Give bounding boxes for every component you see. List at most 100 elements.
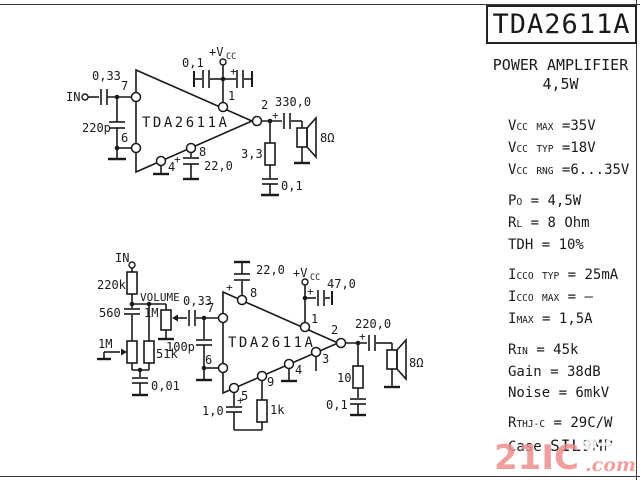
spec-line: RTHJ-C = 29C/W [508,415,613,431]
top-output: + 330,0 [262,95,311,129]
bot-cap-001-value: 0,01 [151,379,180,393]
bot-pin5-label: 5 [241,389,248,403]
bot-left-pot-1m: 1M [97,337,138,370]
bot-vcc-cap-value: 47,0 [327,277,356,291]
spec-line: ICCO MAX = – [508,289,593,305]
bot-vcc-sub: CC [310,273,320,283]
bot-cap-560: 560 [99,301,140,341]
spec-line: IMAX = 1,5A [508,311,593,327]
bot-out-cap-plus: + [359,330,366,343]
spec-line: VCC MAX =35V [508,118,596,134]
spec-line: ICCO TYP = 25mA [508,267,619,283]
bot-pin4-label: 4 [295,363,302,377]
top-vcc-rail: +V CC 0,1 + [182,45,253,102]
page-border-right [636,0,637,480]
top-zobel: 3,3 0,1 [241,121,303,197]
top-pin8-cap-value: 22,0 [204,159,233,173]
bot-pin5-cap-plus: + [237,394,244,407]
spec-line: RL = 8 Ohm [508,215,590,231]
bot-speaker-label: 8Ω [409,356,423,370]
bot-zobel: 10 0,1 [326,343,366,417]
bot-vcc-rail: +V CC + 47,0 [293,266,356,322]
top-input-cap-value: 0,33 [92,69,121,83]
top-out-cap-plus: + [272,109,279,122]
bot-res-51k: 51k [143,301,178,370]
top-chip-name: TDA2611A [142,115,229,131]
bot-pin7-label: 7 [207,301,214,315]
bot-zobel-res-value: 10 [337,371,351,385]
page-border-bottom [0,476,640,477]
spec-line: RIN = 45k [508,342,579,358]
bot-pin6-label: 6 [205,353,212,367]
bot-output: + 220,0 [346,317,393,351]
top-speaker-label: 8Ω [320,131,334,145]
bot-chip-triangle: TDA2611A 7 6 8 1 2 3 4 9 5 [205,286,347,403]
bot-chip-name: TDA2611A [228,335,315,351]
bot-in-label: IN [115,251,129,265]
top-speaker: 8Ω [294,115,334,165]
specs-list: VCC MAX =35V VCC TYP =18V VCC RNG =6...35V… [508,116,638,467]
watermark-cn: 电子网 [578,433,636,456]
spec-line: Noise = 6mkV [508,385,610,401]
top-filter-cap-220p: 220p [82,94,131,161]
bot-volume-pot: VOLUME 1M [132,291,187,341]
bot-left-pot-value: 1M [98,337,112,351]
bot-res-1k-value: 1k [270,403,285,417]
bot-speaker: 8Ω [384,337,423,389]
bot-pin2-label: 2 [331,323,338,337]
bot-series-cap-value: 0,33 [183,294,212,308]
top-out-cap-value: 330,0 [275,95,311,109]
bot-input-res-value: 220k [97,278,127,292]
bot-pin8-cap-plus: + [226,281,233,294]
spec-line: Gain = 38dB [508,364,601,380]
top-pin4-ground [153,166,169,176]
spec-line: VCC TYP =18V [508,140,596,156]
top-pin8-label: 8 [199,145,206,159]
top-in-label: IN [66,90,80,104]
bot-cap-560-value: 560 [99,306,121,320]
part-subtitle: POWER AMPLIFIER 4,5W [484,56,637,94]
bot-pin5-cap: + 1,0 [202,393,262,431]
watermark-logo: 21IC 电子网 .com [494,430,637,478]
watermark-tld: .com [585,454,636,476]
subtitle-line1: POWER AMPLIFIER [492,56,629,74]
spec-line: VCC RNG =6...35V [508,162,630,178]
bot-res-51k-value: 51k [156,347,178,361]
subtitle-line2: 4,5W [542,75,579,93]
top-pin8-cap-plus: + [174,153,181,166]
bot-cap-001: 0,01 [132,367,180,397]
top-pin4-label: 4 [168,160,175,174]
bottom-circuit: IN 220k 560 VOLUME 1M [97,251,423,431]
spec-line: TDH = 10% [508,237,584,253]
spec-group: VCC MAX =35V VCC TYP =18V VCC RNG =6...35V [508,116,638,182]
top-bypass-elec-plus: + [230,65,237,78]
top-zobel-cap-value: 0,1 [281,179,303,193]
bot-out-cap-value: 220,0 [355,317,391,331]
top-filter-cap-value: 220p [82,121,111,135]
bot-pin8-cap-value: 22,0 [256,263,285,277]
spec-line: PO = 4,5W [508,193,582,209]
top-bypass-cap-value: 0,1 [182,56,204,70]
bot-pin9-res-1k: 1k [256,381,285,430]
top-zobel-res-value: 3,3 [241,147,263,161]
part-number: TDA2611A [492,9,631,40]
bot-input-res-220k: 220k [97,271,138,308]
bot-zobel-cap-value: 0,1 [326,398,348,412]
bot-pin4-ground [281,369,297,383]
bot-input-terminal: IN [115,251,136,272]
top-pin1-label: 1 [228,89,235,103]
top-pin2-label: 2 [261,98,268,112]
top-vcc-label: +V [209,45,223,59]
bot-vcc-label: +V [293,266,307,280]
bot-pin8-label: 8 [250,286,257,300]
bot-pin5-cap-value: 1,0 [202,404,224,418]
top-pin7-label: 7 [121,79,128,93]
top-vcc-sub: CC [226,52,236,62]
bot-cap-100p: 100p [166,318,218,382]
bot-cap-100p-value: 100p [166,340,195,354]
watermark-brand: 21IC [494,438,579,478]
top-chip-triangle: TDA2611A 7 6 1 2 4 8 [121,68,268,174]
